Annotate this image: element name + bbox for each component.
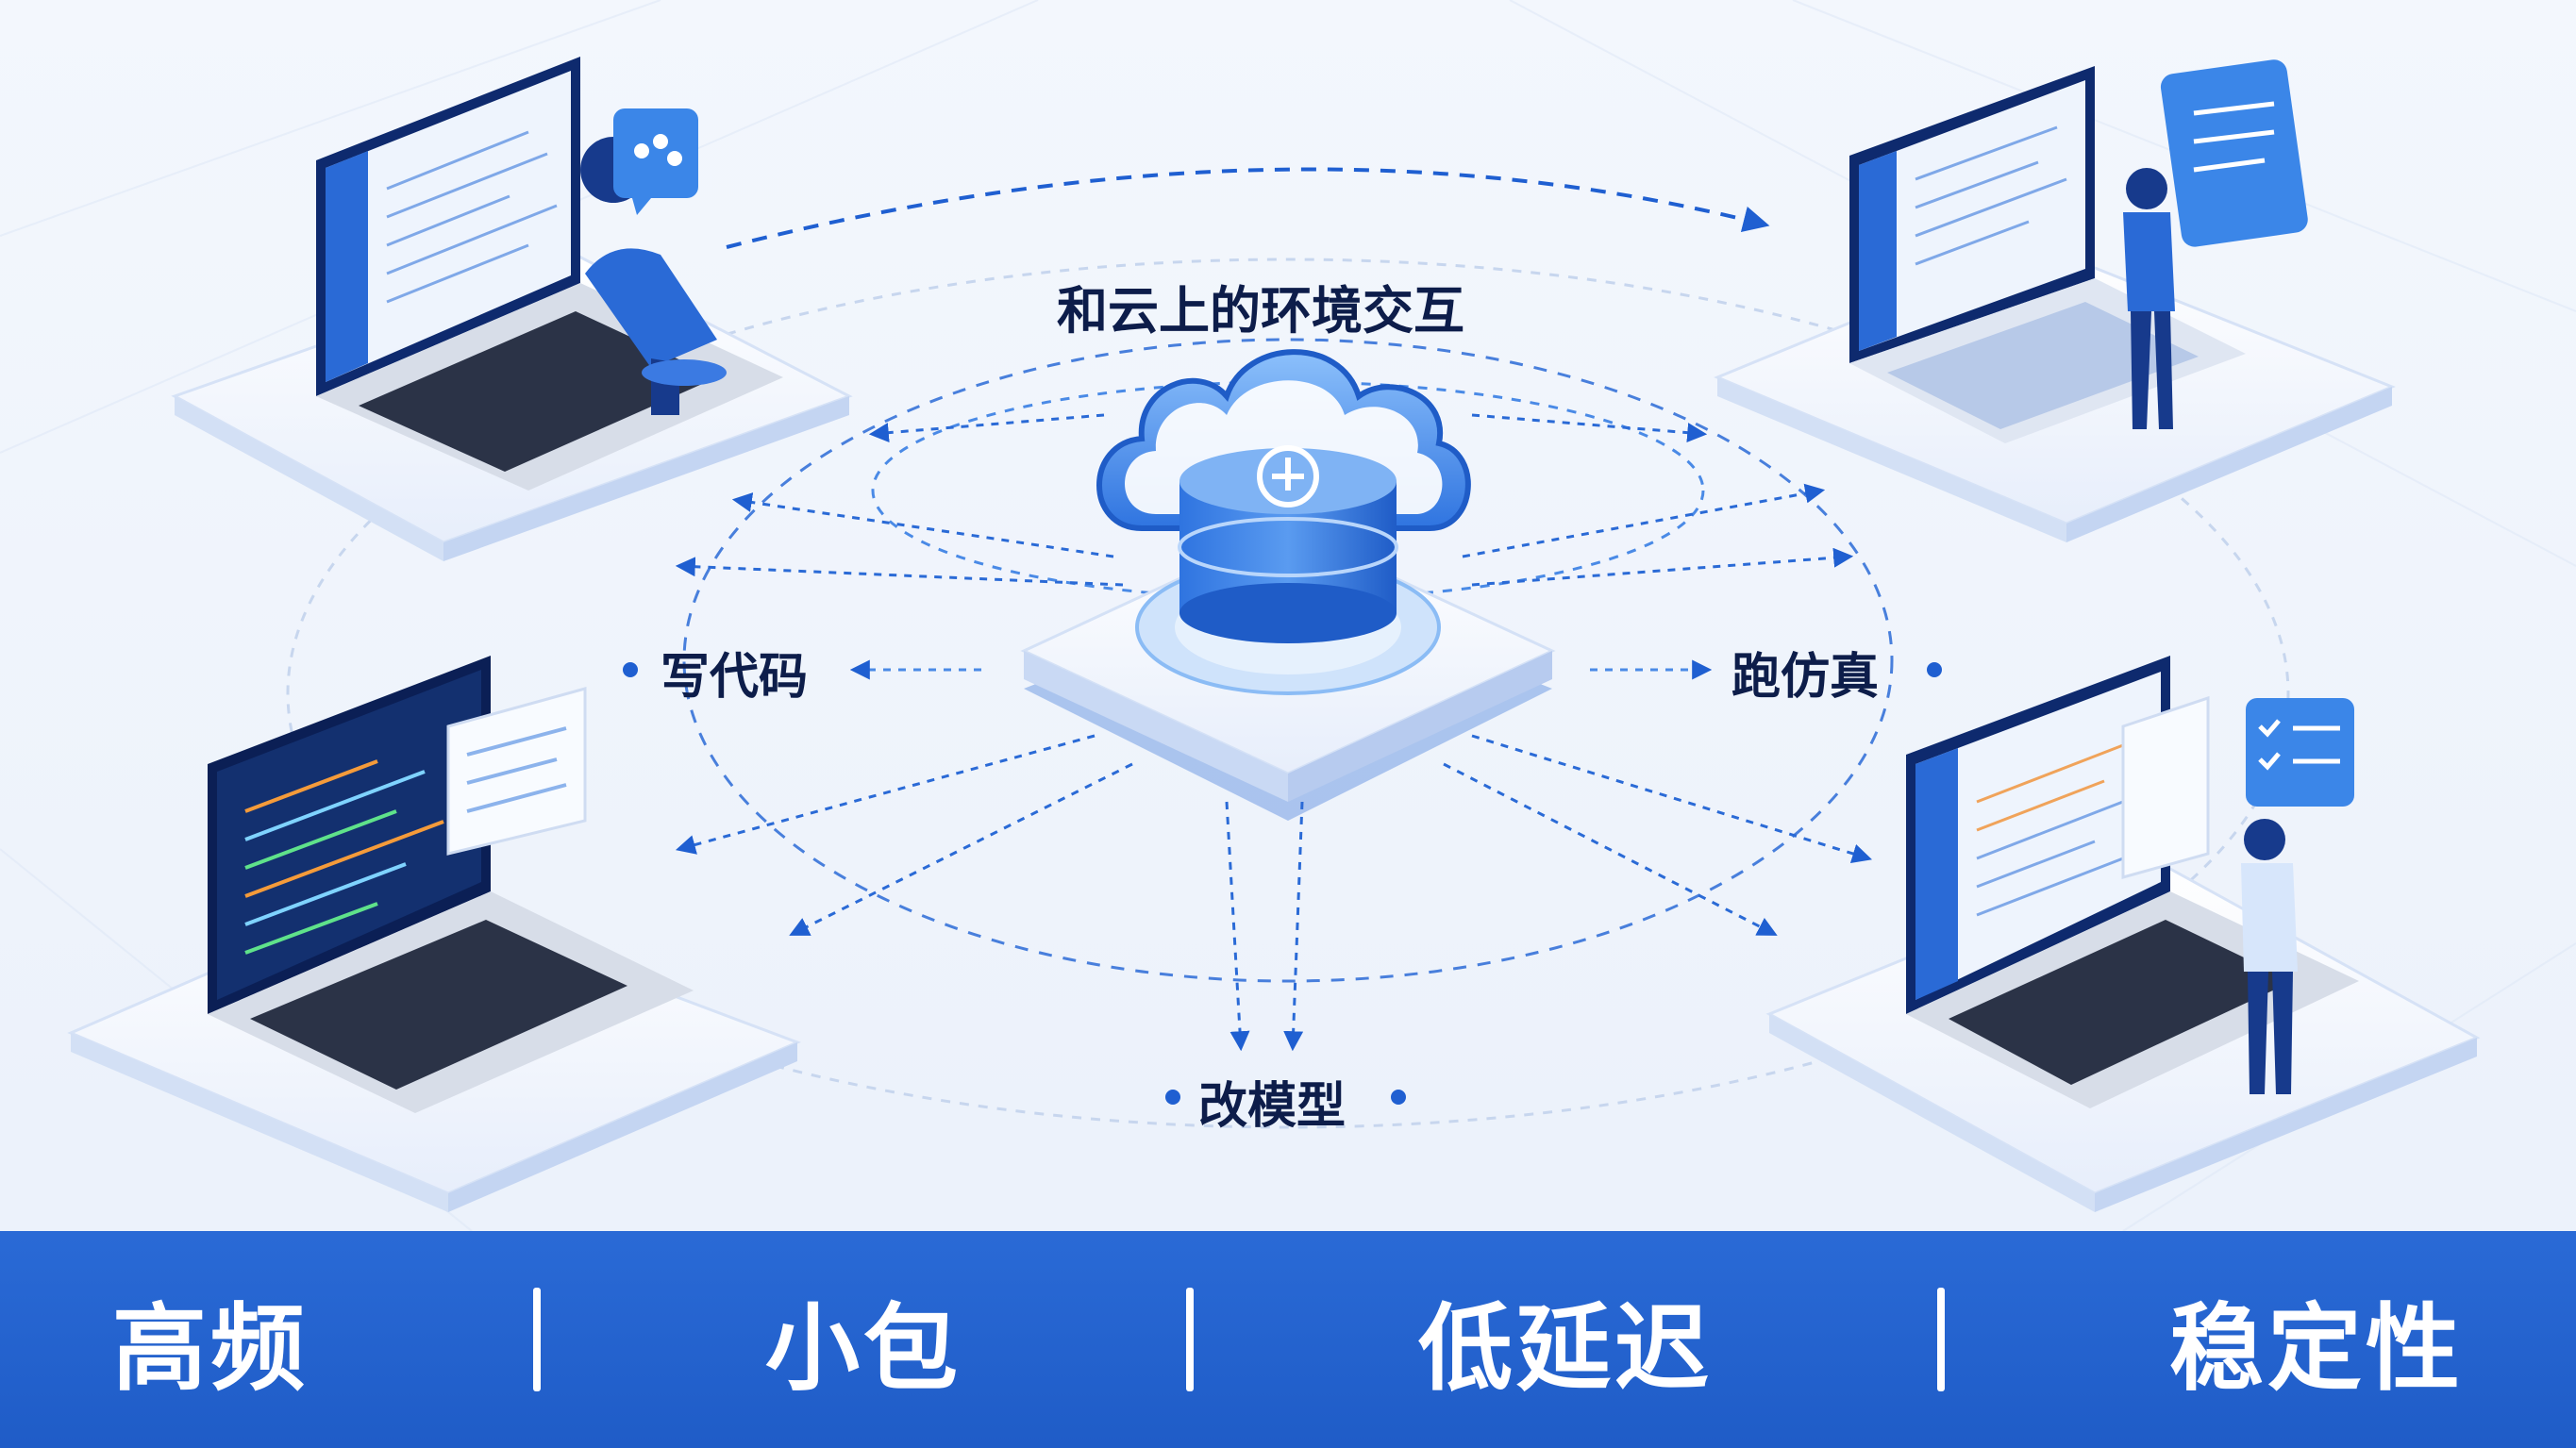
label-run-simulation: 跑仿真 xyxy=(1731,637,1879,707)
label-run-simulation-text: 跑仿真 xyxy=(1731,649,1880,706)
sim-dot xyxy=(1927,662,1942,677)
model-dot xyxy=(1165,1090,1180,1105)
label-write-code: 写代码 xyxy=(661,637,808,707)
cloud-database-icon xyxy=(1020,349,1556,821)
footer-tag-low-latency: 低延迟 xyxy=(1418,1292,1713,1404)
model-dot-right xyxy=(1391,1090,1406,1105)
footer-separator xyxy=(1937,1288,1945,1391)
laptop-standing-developer-icon xyxy=(1714,59,2396,542)
outer-dashed-ring xyxy=(286,258,2290,1129)
laptop-code-editor-icon xyxy=(67,656,802,1212)
footer-separator xyxy=(533,1288,541,1391)
laptop-standing-tester-icon xyxy=(1765,656,2481,1212)
footer-tag-high-frequency: 高频 xyxy=(112,1292,309,1404)
footer-tag-stability: 稳定性 xyxy=(2169,1292,2464,1404)
label-modify-model-text: 改模型 xyxy=(1198,1078,1347,1135)
footer-separator xyxy=(1186,1288,1194,1391)
radiating-lines xyxy=(675,413,1873,1052)
footer-banner: 高频 小包 低延迟 稳定性 xyxy=(0,1231,2576,1448)
inner-dashed-ring xyxy=(682,338,1894,983)
diagram-canvas xyxy=(0,0,2576,1232)
laptop-seated-developer-icon xyxy=(171,57,853,561)
label-modify-model: 改模型 xyxy=(1198,1066,1346,1137)
diagram-title: 和云上的环境交互 xyxy=(1057,281,1464,341)
top-arc-arrow xyxy=(726,167,1770,249)
footer-tag-small-packet: 小包 xyxy=(765,1292,962,1404)
label-write-code-text: 写代码 xyxy=(661,649,809,706)
code-dot xyxy=(623,662,638,677)
